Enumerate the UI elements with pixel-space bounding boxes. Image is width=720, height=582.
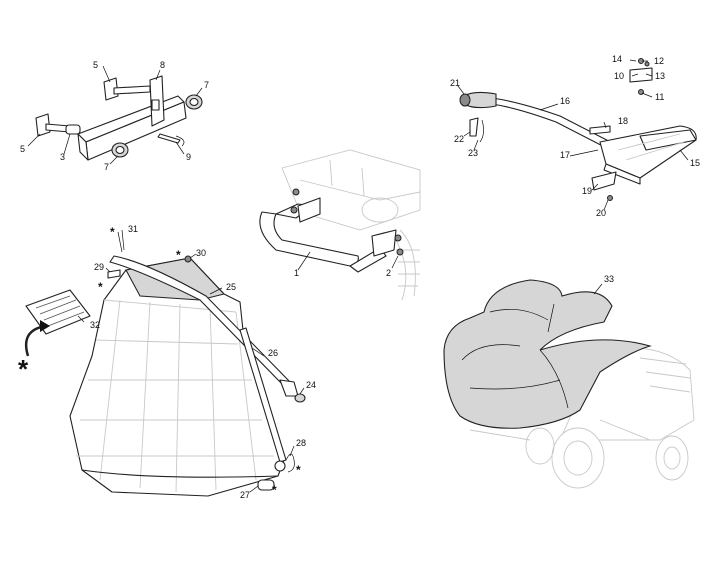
label-10: 10	[614, 71, 624, 81]
label-26: 26	[268, 348, 278, 358]
asterisk-29: *	[98, 280, 103, 294]
label-12: 12	[654, 56, 664, 66]
label-1: 1	[294, 268, 299, 278]
label-24: 24	[306, 380, 316, 390]
label-5a: 5	[93, 60, 98, 70]
label-16: 16	[560, 96, 570, 106]
label-15: 15	[690, 158, 700, 168]
label-30: 30	[196, 248, 206, 258]
label-31: 31	[128, 224, 138, 234]
label-11: 11	[655, 92, 664, 102]
asterisk-30: *	[176, 248, 181, 262]
hitch-bracket-assembly	[27, 65, 203, 165]
label-25: 25	[226, 282, 236, 292]
label-18: 18	[618, 116, 628, 126]
bumper-assembly	[259, 149, 421, 301]
label-19: 19	[582, 186, 592, 196]
label-21: 21	[450, 78, 460, 88]
grass-catcher-assembly	[24, 229, 306, 497]
label-13: 13	[655, 71, 665, 81]
label-33: 33	[604, 274, 614, 284]
label-28: 28	[296, 438, 306, 448]
asterisk-28: *	[296, 463, 301, 477]
label-29: 29	[94, 262, 104, 272]
label-2: 2	[386, 268, 391, 278]
label-23: 23	[468, 148, 478, 158]
label-17: 17	[560, 150, 570, 160]
label-32: 32	[90, 320, 100, 330]
label-5b: 5	[20, 144, 25, 154]
label-27: 27	[240, 490, 250, 500]
label-22: 22	[454, 134, 464, 144]
part-labels: 5 8 7 5 3 7 9 1 2 14 12 10 13 11 21 16 1…	[20, 54, 700, 500]
asterisk-markers: * * * * * *	[18, 225, 301, 497]
tractor-cover-assembly	[443, 279, 695, 489]
label-20: 20	[596, 208, 606, 218]
label-14: 14	[612, 54, 622, 64]
asterisk-decal: *	[18, 354, 29, 384]
label-3: 3	[60, 152, 65, 162]
deflector-assembly	[457, 58, 697, 211]
label-7a: 7	[204, 80, 209, 90]
label-9: 9	[186, 152, 191, 162]
asterisk-31: *	[110, 225, 115, 239]
label-7b: 7	[104, 162, 109, 172]
label-8: 8	[160, 60, 165, 70]
asterisk-27: *	[272, 483, 277, 497]
